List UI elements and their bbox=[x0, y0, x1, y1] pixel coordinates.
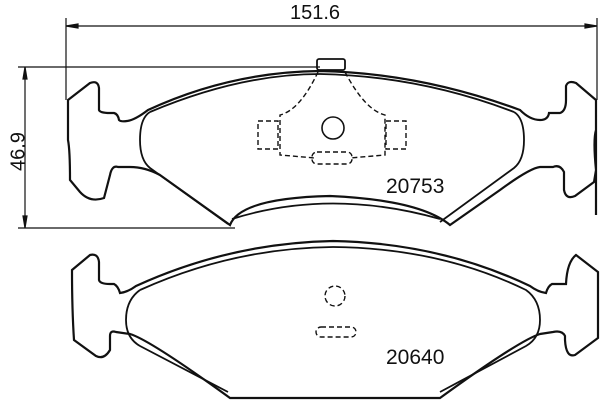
width-dimension-label: 151.6 bbox=[290, 2, 341, 24]
part-number-label: 20640 bbox=[386, 346, 445, 369]
part-number-label: 20753 bbox=[386, 175, 445, 198]
height-dimension bbox=[18, 66, 320, 229]
height-dimension-label: 46.9 bbox=[7, 132, 30, 171]
width-dimension bbox=[65, 18, 598, 100]
pad-20640 bbox=[70, 239, 600, 400]
pad-20753 bbox=[66, 58, 598, 227]
